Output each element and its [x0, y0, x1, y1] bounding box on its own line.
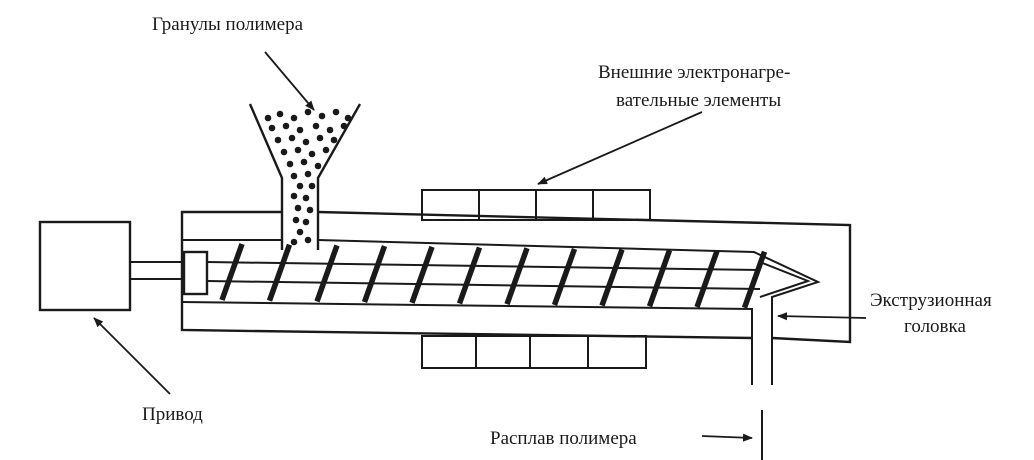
granule-dot	[302, 218, 310, 226]
granule-dot	[268, 124, 276, 132]
granule-dot	[302, 194, 310, 202]
granule-dot	[292, 216, 300, 224]
granule-dot	[302, 138, 310, 146]
granule-dot	[304, 108, 312, 116]
barrel-bore-bottom	[181, 301, 753, 385]
granule-dot	[296, 126, 304, 134]
screw-tip	[759, 261, 811, 298]
granules-label: Гранулы полимера	[152, 14, 304, 35]
coupling-block	[182, 250, 209, 296]
granule-dot	[290, 114, 298, 122]
barrel	[180, 210, 852, 385]
granule-dot	[326, 126, 334, 134]
screw-flight	[314, 244, 340, 303]
screw-flight	[456, 246, 483, 305]
granule-dot	[290, 172, 298, 180]
granule-dot	[304, 170, 312, 178]
screw-flight	[504, 247, 530, 306]
heater-element	[535, 189, 594, 221]
heaters-top	[421, 189, 651, 221]
granule-dot	[314, 162, 322, 170]
granule-dot	[318, 112, 326, 120]
granule-dot	[290, 238, 298, 246]
granule-dot	[330, 136, 338, 144]
granule-dot	[312, 122, 320, 130]
screw-core-bottom	[206, 280, 761, 290]
melt-arrow	[701, 433, 753, 442]
heaters-bottom	[421, 335, 647, 369]
screw-flight	[266, 243, 293, 302]
granule-dot	[274, 136, 282, 144]
granule-dot	[288, 134, 296, 142]
granule-dot	[300, 158, 308, 166]
screw-flight	[551, 247, 578, 306]
granule-dot	[344, 114, 352, 122]
granule-dot	[296, 228, 304, 236]
heater-element	[529, 335, 589, 369]
granule-dot	[308, 182, 316, 190]
heater-element	[587, 335, 647, 369]
granule-dot	[340, 122, 348, 130]
granule-dot	[294, 146, 302, 154]
screw-flight	[646, 249, 673, 308]
drive-motor-box	[38, 220, 132, 312]
barrel-outline	[180, 210, 852, 344]
granule-dot	[276, 110, 284, 118]
screw-flight	[694, 250, 720, 308]
die-label-line2: головка	[904, 316, 966, 337]
granule-dot	[286, 160, 294, 168]
granule-dot	[322, 146, 330, 154]
barrel-bore-top	[182, 239, 821, 385]
hopper-walls	[248, 103, 362, 250]
die-arrow	[777, 312, 867, 321]
screw	[206, 243, 811, 309]
granule-dot	[280, 148, 288, 156]
granule-dot	[316, 134, 324, 142]
granules-arrow	[264, 51, 315, 111]
granule-dot	[306, 206, 314, 214]
screw-core-top	[206, 261, 761, 271]
heaters-label-line2: вательные элементы	[616, 90, 781, 111]
drive-unit	[38, 220, 209, 312]
granule-dot	[264, 114, 272, 122]
granule-dot	[304, 236, 312, 244]
screw-flight	[219, 243, 245, 301]
die-label-line1: Экструзионная	[870, 290, 992, 311]
polymer-granules	[264, 108, 352, 246]
heaters-arrow	[537, 111, 703, 185]
drive-label: Привод	[142, 404, 203, 425]
melt-label: Расплав полимера	[490, 428, 637, 449]
screw-flight	[741, 250, 768, 309]
heater-element	[592, 189, 651, 221]
granule-dot	[282, 122, 290, 130]
heaters-label-line1: Внешние электронагре-	[598, 62, 790, 83]
screw-flights	[219, 243, 768, 309]
granule-dot	[332, 108, 340, 116]
heater-element	[421, 335, 477, 369]
granule-dot	[290, 192, 298, 200]
hopper	[248, 103, 362, 250]
screw-flight	[361, 245, 388, 304]
screw-flight	[599, 248, 625, 307]
granule-dot	[308, 150, 316, 158]
granule-dot	[296, 182, 304, 190]
heater-element	[475, 335, 531, 369]
granule-dot	[294, 204, 302, 212]
screw-flight	[409, 245, 435, 304]
drive-arrow	[93, 317, 171, 395]
